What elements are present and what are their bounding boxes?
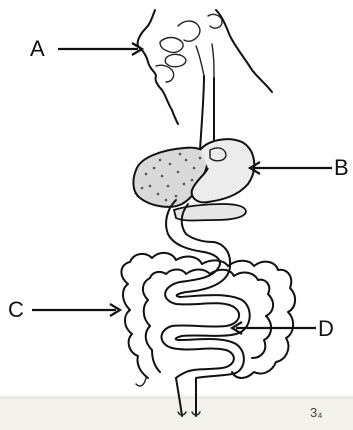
label-d: D <box>318 318 334 340</box>
label-b: B <box>334 157 349 179</box>
pointer-c <box>32 304 120 316</box>
pancreas <box>174 204 246 221</box>
label-c: C <box>8 299 24 321</box>
label-a: A <box>30 38 45 60</box>
pointer-d <box>232 322 316 334</box>
head-profile <box>138 10 272 124</box>
esophagus <box>200 76 214 150</box>
pointer-a <box>58 43 142 55</box>
small-intestine <box>162 262 250 378</box>
pointer-b <box>250 162 332 174</box>
large-intestine <box>121 253 295 416</box>
paper-edge <box>0 395 353 430</box>
page-mark: 3₄ <box>310 406 323 419</box>
